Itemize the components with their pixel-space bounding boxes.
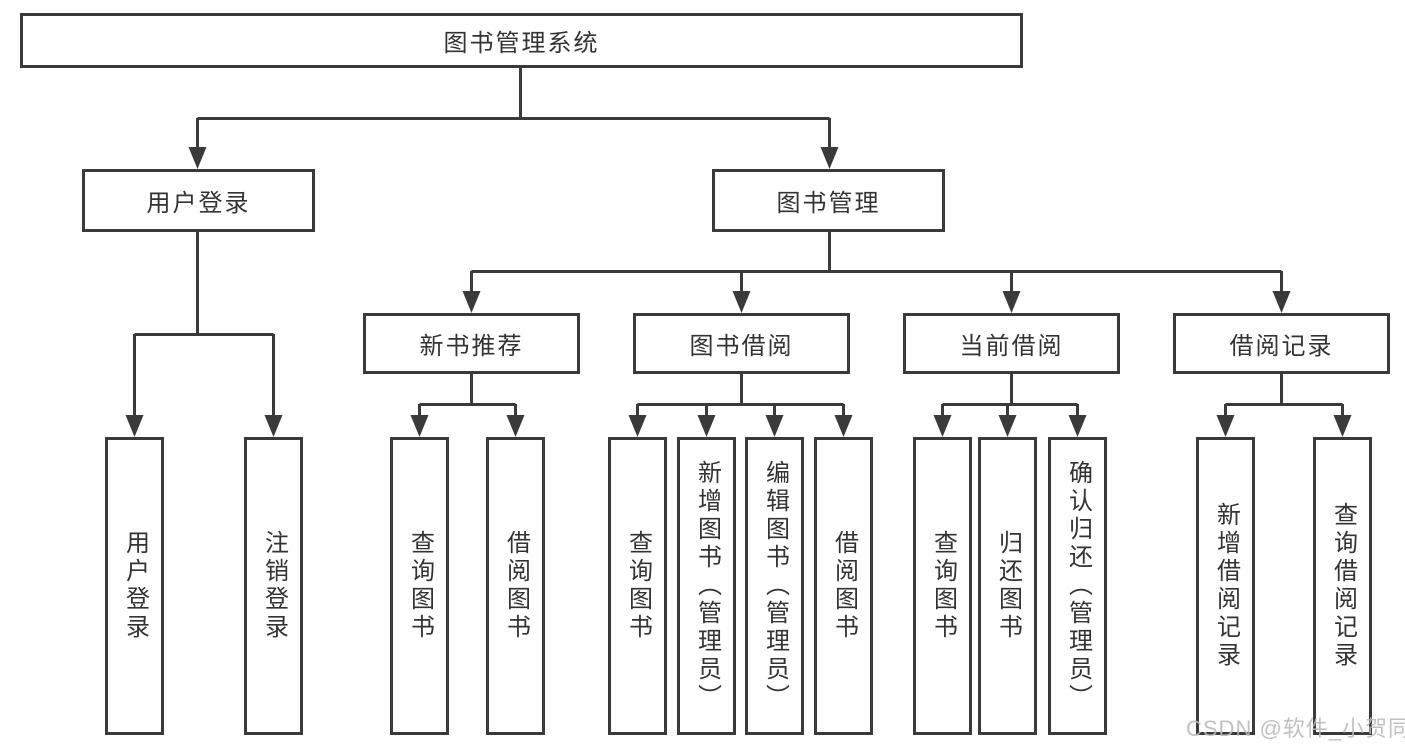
leaf-borrow-books-recommend: 借阅图书 bbox=[486, 437, 545, 735]
leaf-borrow-books: 借阅图书 bbox=[814, 437, 873, 735]
leaf-add-book-admin-label: 新增图书（管理员） bbox=[693, 460, 721, 712]
leaf-query-books-borrow: 查询图书 bbox=[608, 437, 667, 735]
leaf-query-books-current-label: 查询图书 bbox=[929, 530, 957, 642]
arrow-down-icon bbox=[1272, 291, 1291, 313]
leaf-query-borrow-record-label: 查询借阅记录 bbox=[1329, 502, 1357, 670]
node-book-borrow: 图书借阅 bbox=[633, 313, 850, 374]
node-user-login: 用户登录 bbox=[82, 169, 315, 232]
arrow-down-icon bbox=[125, 415, 144, 437]
leaf-add-book-admin: 新增图书（管理员） bbox=[677, 437, 736, 735]
leaf-user-login-label: 用户登录 bbox=[121, 530, 149, 642]
node-new-book-recommend-label: 新书推荐 bbox=[419, 333, 524, 360]
connector-line bbox=[1224, 374, 1344, 418]
leaf-edit-book-admin: 编辑图书（管理员） bbox=[745, 437, 804, 735]
leaf-add-borrow-record: 新增借阅记录 bbox=[1196, 437, 1255, 735]
connector-line bbox=[941, 374, 1079, 418]
arrow-down-icon bbox=[820, 147, 839, 169]
leaf-return-book: 归还图书 bbox=[978, 437, 1037, 735]
leaf-add-borrow-record-label: 新增借阅记录 bbox=[1212, 502, 1240, 670]
leaf-confirm-return-admin-label: 确认归还（管理员） bbox=[1064, 460, 1092, 712]
arrow-down-icon bbox=[998, 415, 1017, 437]
leaf-borrow-books-recommend-label: 借阅图书 bbox=[502, 530, 530, 642]
connector-line bbox=[418, 374, 517, 418]
arrow-down-icon bbox=[1002, 291, 1021, 313]
connector-line bbox=[196, 66, 831, 150]
arrow-down-icon bbox=[188, 147, 207, 169]
node-current-borrow-label: 当前借阅 bbox=[959, 333, 1064, 360]
arrow-down-icon bbox=[506, 415, 525, 437]
leaf-query-borrow-record: 查询借阅记录 bbox=[1313, 437, 1372, 735]
node-borrow-records: 借阅记录 bbox=[1173, 313, 1390, 374]
node-current-borrow: 当前借阅 bbox=[903, 313, 1120, 374]
node-new-book-recommend: 新书推荐 bbox=[363, 313, 580, 374]
leaf-query-books-recommend: 查询图书 bbox=[390, 437, 449, 735]
node-borrow-records-label: 借阅记录 bbox=[1229, 333, 1334, 360]
csdn-watermark: CSDN @软件_小贺同学 bbox=[1186, 716, 1405, 741]
arrow-down-icon bbox=[765, 415, 784, 437]
leaf-logout-label: 注销登录 bbox=[260, 530, 288, 642]
arrow-down-icon bbox=[264, 415, 283, 437]
leaf-logout: 注销登录 bbox=[244, 437, 303, 735]
arrow-down-icon bbox=[1068, 415, 1087, 437]
arrow-down-icon bbox=[410, 415, 429, 437]
connector-line bbox=[636, 374, 845, 418]
leaf-return-book-label: 归还图书 bbox=[994, 530, 1022, 642]
node-root: 图书管理系统 bbox=[20, 13, 1023, 68]
arrow-down-icon bbox=[834, 415, 853, 437]
leaf-edit-book-admin-label: 编辑图书（管理员） bbox=[761, 460, 789, 712]
leaf-confirm-return-admin: 确认归还（管理员） bbox=[1048, 437, 1107, 735]
node-book-borrow-label: 图书借阅 bbox=[689, 333, 794, 360]
arrow-down-icon bbox=[1216, 415, 1235, 437]
leaf-query-books-recommend-label: 查询图书 bbox=[406, 530, 434, 642]
leaf-user-login: 用户登录 bbox=[105, 437, 164, 735]
arrow-down-icon bbox=[628, 415, 647, 437]
node-book-mgmt-label: 图书管理 bbox=[776, 190, 881, 217]
arrow-down-icon bbox=[933, 415, 952, 437]
leaf-borrow-books-label: 借阅图书 bbox=[830, 530, 858, 642]
connector-line bbox=[470, 232, 1283, 294]
node-user-login-label: 用户登录 bbox=[146, 190, 251, 217]
leaf-query-books-borrow-label: 查询图书 bbox=[624, 530, 652, 642]
connector-line bbox=[133, 232, 275, 419]
arrow-down-icon bbox=[462, 291, 481, 313]
node-root-label: 图书管理系统 bbox=[443, 30, 600, 57]
arrow-down-icon bbox=[697, 415, 716, 437]
arrow-down-icon bbox=[732, 291, 751, 313]
node-book-mgmt: 图书管理 bbox=[712, 169, 945, 232]
leaf-query-books-current: 查询图书 bbox=[913, 437, 972, 735]
arrow-down-icon bbox=[1333, 415, 1352, 437]
